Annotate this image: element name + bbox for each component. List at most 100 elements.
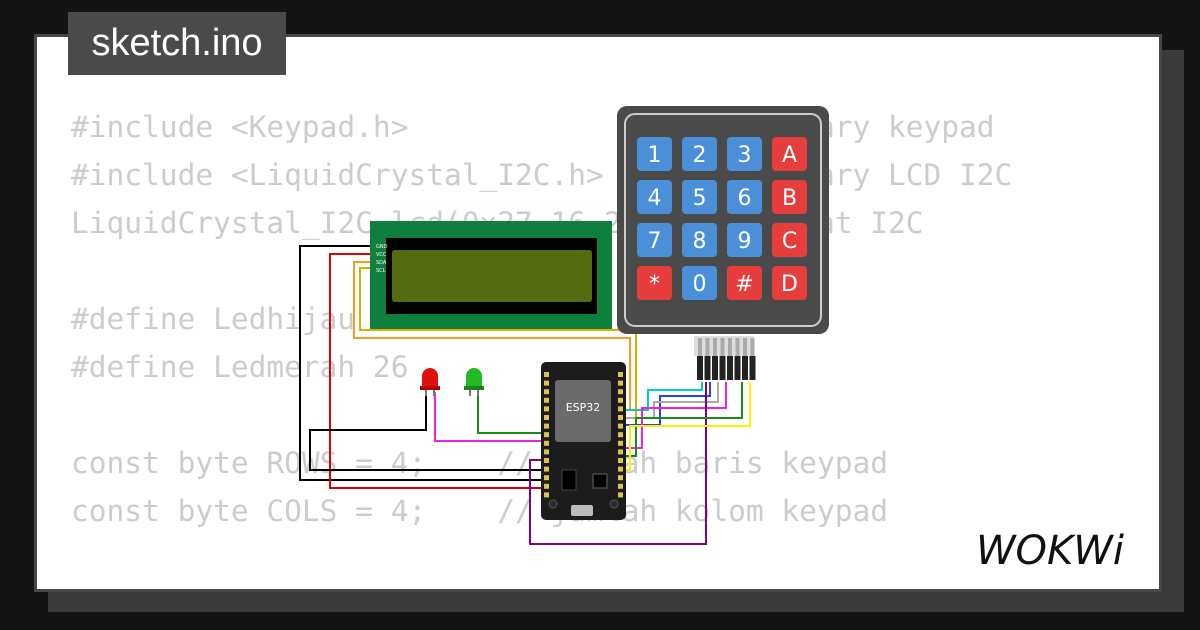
keypad-key: A — [772, 137, 807, 171]
keypad-key: 2 — [682, 137, 717, 171]
wire-led-red-anode — [434, 392, 545, 442]
esp32-pin — [544, 483, 549, 489]
esp32-pin — [544, 423, 549, 429]
keypad-pin-header — [704, 356, 711, 380]
keypad-pin — [728, 338, 732, 356]
wire-gnd — [299, 245, 545, 481]
esp32-pin — [618, 466, 623, 472]
esp32-pin — [544, 432, 549, 438]
esp32-pin — [618, 406, 623, 412]
keypad-connector — [694, 336, 756, 380]
esp32-pin — [618, 492, 623, 498]
keypad-key: 3 — [727, 137, 762, 171]
esp32-pin — [618, 432, 623, 438]
keypad-key: 0 — [682, 266, 717, 300]
wokwi-logo: WOKWi — [976, 528, 1124, 574]
keypad-key: 5 — [682, 180, 717, 214]
esp32-pin — [618, 415, 623, 420]
esp32-pin — [544, 492, 549, 498]
lcd-pin-labels: GND VCC SDA SCL — [376, 244, 388, 274]
esp32-pin — [544, 440, 549, 446]
lcd-pin-vcc: VCC — [376, 252, 387, 258]
keypad-key: 6 — [727, 180, 762, 214]
esp32-pin — [544, 389, 549, 395]
keypad-pin — [705, 338, 710, 356]
file-tab[interactable]: sketch.ino — [68, 12, 286, 75]
wire-led-red-cathode — [309, 392, 545, 471]
keypad-key-label: 5 — [693, 186, 707, 211]
keypad-key: * — [637, 266, 672, 300]
keypad-key-label: 4 — [648, 186, 662, 211]
keypad-key-label: B — [782, 186, 797, 211]
keypad-key: 9 — [727, 223, 762, 257]
lcd-pin-scl: SCL — [376, 268, 386, 274]
esp32-pin — [544, 458, 549, 463]
esp32-pins-left — [544, 372, 549, 498]
esp32-pin — [618, 380, 623, 386]
keypad-key: # — [727, 266, 762, 300]
wire-kp-3 — [620, 382, 719, 419]
keypad-key-label: 7 — [648, 229, 662, 254]
keypad-key-label: 6 — [738, 186, 752, 211]
wire-kp-7 — [620, 382, 751, 471]
keypad-pin — [750, 338, 755, 356]
esp32-pins-right — [618, 372, 623, 498]
lcd-pin-gnd: GND — [376, 244, 388, 250]
wires — [299, 245, 751, 545]
led-green — [464, 368, 484, 396]
keypad-key-label: 9 — [738, 229, 752, 254]
keypad-key-label: D — [781, 272, 798, 297]
keypad-key-label: * — [649, 272, 660, 297]
wokwi-logo-text: WOKWi — [976, 528, 1124, 574]
keypad-key: 4 — [637, 180, 672, 214]
esp32-pin — [544, 475, 549, 481]
led-red — [420, 368, 440, 396]
keypad-pin-header — [697, 356, 703, 380]
esp32-pin — [544, 449, 549, 455]
esp32-pin — [544, 466, 549, 472]
keypad-pin-header — [712, 356, 718, 380]
esp32-board: ESP32 — [541, 362, 626, 520]
keypad-key: C — [772, 223, 807, 257]
keypad-key-label: 0 — [693, 272, 707, 297]
keypad-pin — [735, 338, 740, 356]
lcd-module: GND VCC SDA SCL — [370, 221, 612, 329]
esp32-pin — [618, 389, 623, 395]
keypad-key-label: 3 — [738, 143, 752, 168]
keypad-key: D — [772, 266, 807, 300]
keypad-key-label: C — [782, 229, 797, 254]
keypad-pin — [743, 338, 747, 356]
keypad-pin-header — [742, 356, 748, 380]
keypad-key-label: 1 — [648, 143, 662, 168]
wire-kp-4 — [620, 382, 727, 449]
esp32-pin — [544, 380, 549, 386]
code-line: #include <LiquidCrystal_I2C.h> // librar… — [71, 158, 1013, 192]
wire-kp-5 — [529, 382, 707, 545]
keypad-pin-header — [734, 356, 741, 380]
esp32-pin — [618, 483, 623, 489]
code-line: const byte COLS = 4; // jumlah kolom key… — [71, 494, 888, 528]
code-line: #define Ledhijau 27 — [71, 302, 409, 336]
lcd-pin-sda: SDA — [376, 260, 387, 266]
keypad-pin-header — [727, 356, 733, 380]
keypad-pin — [698, 338, 702, 356]
code-line: #define Ledmerah 26 — [71, 350, 409, 384]
esp32-pin — [618, 449, 623, 455]
esp32-pin — [618, 475, 623, 481]
esp32-pin — [618, 440, 623, 446]
keypad-pin-header — [749, 356, 756, 380]
wire-kp-1 — [620, 382, 703, 411]
esp32-pin — [618, 458, 623, 463]
keypad-key: 1 — [637, 137, 672, 171]
keypad-key-label: # — [735, 272, 753, 297]
keypad-pin — [720, 338, 725, 356]
esp32-pin — [544, 372, 549, 377]
wire-vcc — [329, 253, 545, 489]
keypad-key: B — [772, 180, 807, 214]
keypad-pin-header — [719, 356, 726, 380]
keypad-key: 8 — [682, 223, 717, 257]
esp32-pin — [544, 415, 549, 420]
